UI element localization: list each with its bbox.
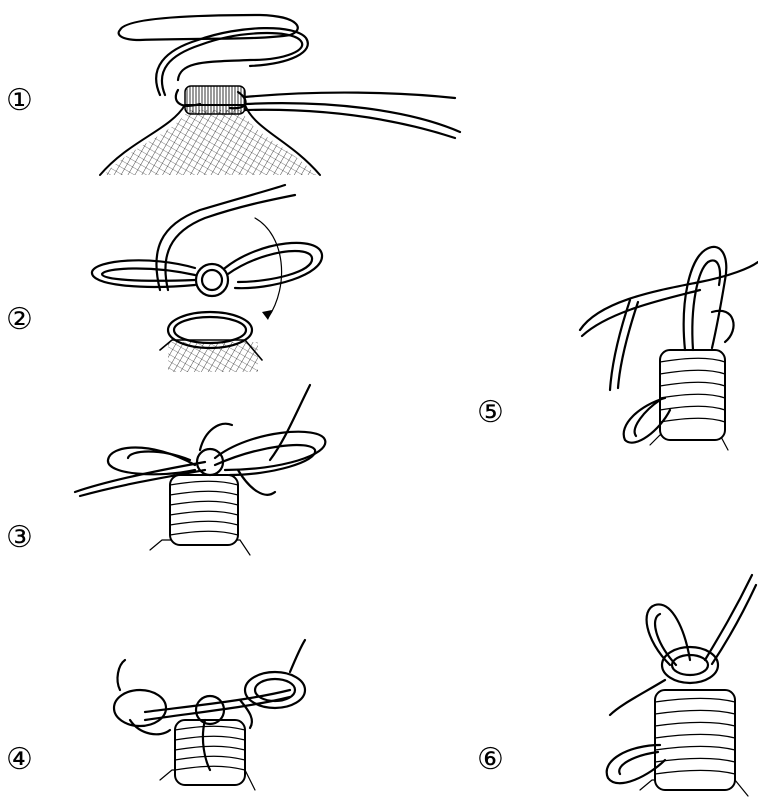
step-6-illustration — [607, 575, 756, 796]
step-5-illustration — [580, 247, 758, 450]
step-2-illustration — [92, 185, 322, 372]
step-4-illustration — [114, 640, 305, 790]
step-1-illustration — [100, 15, 460, 175]
step-3-illustration — [75, 385, 325, 555]
